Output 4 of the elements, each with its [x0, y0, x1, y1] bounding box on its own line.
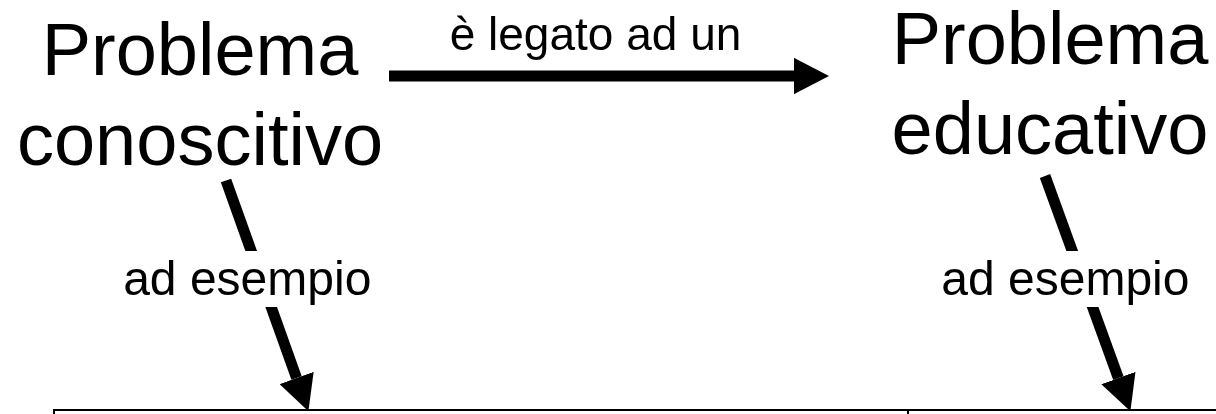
- arrow: [389, 58, 830, 94]
- concept-label: Problema educativo: [880, 0, 1216, 180]
- edge-label: è legato ad un: [448, 8, 743, 60]
- concept-label: Problema conoscitivo: [0, 4, 400, 185]
